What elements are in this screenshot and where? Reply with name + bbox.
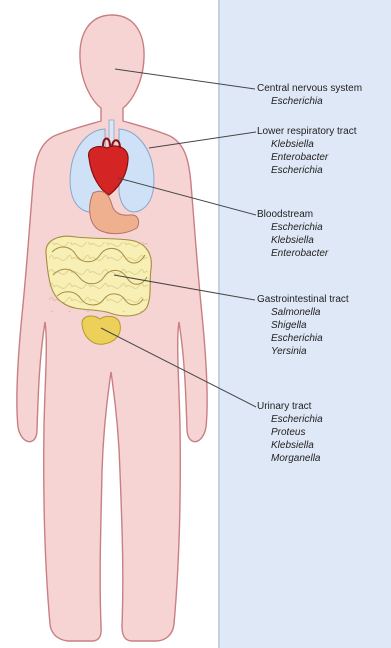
organism-name: Salmonella (271, 306, 349, 319)
organism-name: Proteus (271, 426, 323, 439)
label-gastrointestinal-tract: Gastrointestinal tract Salmonella Shigel… (257, 293, 349, 358)
site-title: Bloodstream (257, 208, 328, 221)
label-lower-respiratory-tract: Lower respiratory tract Klebsiella Enter… (257, 125, 356, 177)
site-title: Lower respiratory tract (257, 125, 356, 138)
intestines-texture (49, 242, 148, 312)
organism-name: Yersinia (271, 345, 349, 358)
organism-name: Klebsiella (271, 234, 328, 247)
organism-name: Escherichia (271, 221, 328, 234)
organism-name: Escherichia (271, 413, 323, 426)
site-title: Urinary tract (257, 400, 323, 413)
label-central-nervous-system: Central nervous system Escherichia (257, 82, 362, 108)
organism-name: Klebsiella (271, 138, 356, 151)
organism-name: Enterobacter (271, 247, 328, 260)
label-urinary-tract: Urinary tract Escherichia Proteus Klebsi… (257, 400, 323, 465)
organism-name: Klebsiella (271, 439, 323, 452)
site-title: Central nervous system (257, 82, 362, 95)
organism-name: Enterobacter (271, 151, 356, 164)
site-title: Gastrointestinal tract (257, 293, 349, 306)
label-bloodstream: Bloodstream Escherichia Klebsiella Enter… (257, 208, 328, 260)
organism-name: Shigella (271, 319, 349, 332)
organism-name: Escherichia (271, 95, 362, 108)
intestines (46, 236, 151, 316)
organism-name: Escherichia (271, 332, 349, 345)
organism-name: Morganella (271, 452, 323, 465)
organism-name: Escherichia (271, 164, 356, 177)
